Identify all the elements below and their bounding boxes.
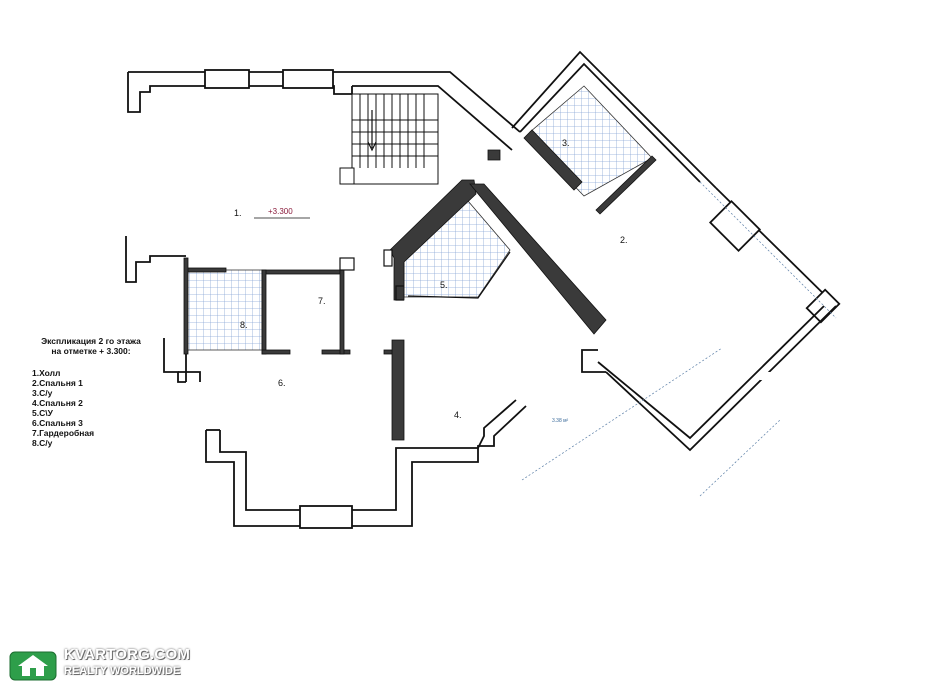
legend-item: 8.С/у: [32, 438, 53, 448]
watermark-tagline: REALTY WORLDWIDE: [64, 665, 181, 677]
wall-details: [339, 249, 511, 301]
room-label-3: 3.: [562, 138, 570, 148]
inner-walls: [183, 129, 657, 441]
room-label-5: 5.: [440, 280, 448, 290]
legend-item: 5.С\У: [32, 408, 53, 418]
legend-item: 1.Холл: [32, 368, 61, 378]
legend-title-line2: на отметке + 3.300:: [51, 346, 131, 356]
elevation-mark: +3.300: [268, 207, 293, 216]
room-label-4: 4.: [454, 410, 462, 420]
stairs: [339, 93, 439, 185]
legend: Экспликация 2 го этажа на отметке + 3.30…: [32, 336, 192, 448]
legend-item: 7.Гардеробная: [32, 428, 95, 438]
watermark: KVARTORG.COM REALTY WORLDWIDE: [6, 646, 190, 684]
room-label-7: 7.: [318, 296, 326, 306]
room-label-6: 6.: [278, 378, 286, 388]
watermark-brand: KVARTORG.COM: [64, 646, 191, 663]
outer-walls: [125, 50, 841, 529]
legend-title-line1: Экспликация 2 го этажа: [41, 336, 141, 346]
room-label-1: 1.: [234, 208, 242, 218]
legend-item: 6.Спальня 3: [32, 418, 83, 428]
bathroom-8-tile: [185, 269, 263, 351]
area-note: 3.38 м²: [552, 418, 569, 424]
legend-item: 2.Спальня 1: [32, 378, 83, 388]
dimension-lines: [521, 181, 837, 497]
house-logo-icon: [9, 651, 57, 681]
room-label-8: 8.: [240, 320, 248, 330]
room-label-2: 2.: [620, 235, 628, 245]
legend-list: 1.Холл 2.Спальня 1 3.С/у 4.Спальня 2 5.С…: [32, 368, 192, 448]
legend-item: 3.С/у: [32, 388, 53, 398]
legend-item: 4.Спальня 2: [32, 398, 83, 408]
